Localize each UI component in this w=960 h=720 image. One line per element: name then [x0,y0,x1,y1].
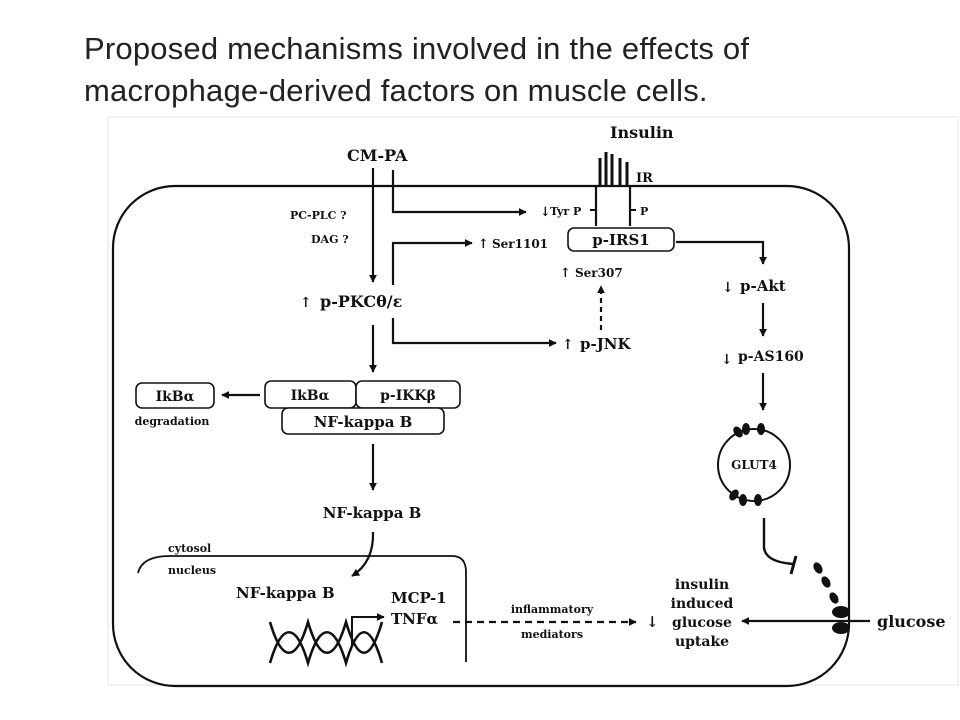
uptake-line-1: insulin [675,577,729,593]
insulin-receptor [590,152,636,226]
up-arrow-pkc: ↑ [300,295,312,311]
degradation-label: degradation [135,415,210,428]
uptake-line-4: uptake [675,634,729,650]
inflammatory-label: inflammatory [511,603,594,616]
up-arrow-ser1101: ↑ [478,237,489,252]
nfkb-complex-label: NF-kappa B [314,413,413,431]
membrane-glut4 [813,562,850,634]
glucose-label: glucose [877,612,946,631]
down-arrow-tyr: ↓ [540,205,551,220]
mcp1-label: MCP-1 [391,589,447,607]
p-as160-label: p-AS160 [738,349,804,365]
p-ikkb-label: p-IKKβ [380,388,436,404]
cell-membrane [111,184,851,688]
inhibition-glut4-membrane [762,518,794,566]
tnfa-label: TNFα [391,610,439,628]
p-akt-label: p-Akt [740,277,786,295]
down-arrow-as160: ↓ [721,352,733,368]
title-line-2: macrophage-derived factors on muscle cel… [84,73,708,108]
up-arrow-jnk: ↑ [562,337,574,353]
cytosol-label: cytosol [168,542,211,555]
nfkb-cytosol-label: NF-kappa B [323,504,422,522]
mediators-label: mediators [521,628,583,641]
down-arrow-uptake: ↓ [646,613,659,631]
ser307-label: Ser307 [575,266,623,280]
p-irs1-box [567,227,675,252]
nfkb-nucleus-label: NF-kappa B [236,584,335,602]
ser1101-label: Ser1101 [492,237,548,251]
tyr-p-label: Tyr P [550,205,581,218]
dag-label: DAG ? [311,233,349,246]
slide-title: Proposed mechanisms involved in the effe… [84,28,884,112]
nfkb-complex-box [281,407,445,435]
p-pkc-label: p-PKCθ/ε [320,292,402,311]
down-arrow-akt: ↓ [722,280,734,296]
ikba-label: IkBα [291,388,330,404]
insulin-label: Insulin [610,123,674,142]
uptake-line-3: glucose [672,615,732,631]
ikba-free-box [135,382,215,409]
nuclear-membrane [137,555,467,662]
p-jnk-label: p-JNK [580,335,632,353]
p-irs1-label: p-IRS1 [592,231,649,249]
arrow-cmpa-ir [391,170,527,216]
arrow-nfkb-nucleus [351,531,375,577]
cm-pa-label: CM-PA [347,146,408,165]
p-right-label: P [640,205,648,218]
glut4-label: GLUT4 [731,458,777,472]
arrow-pkc-ser1101 [391,239,473,285]
nucleus-label: nucleus [168,564,216,577]
glut4-vesicle [717,428,791,502]
glut4-transporters [729,423,765,506]
ikba-free-label: IkBα [156,389,195,405]
up-arrow-ser307: ↑ [560,266,571,281]
arrow-irs1-akt [676,240,767,265]
uptake-line-2: induced [671,596,734,612]
ir-label: IR [636,171,653,186]
title-line-1: Proposed mechanisms involved in the effe… [84,31,750,66]
dna-helix-icon [268,617,384,668]
inhibition-bar [789,555,798,575]
arrow-pkc-jnk [391,318,557,347]
pc-plc-label: PC-PLC ? [290,209,347,222]
arrow-transcription [351,613,385,645]
